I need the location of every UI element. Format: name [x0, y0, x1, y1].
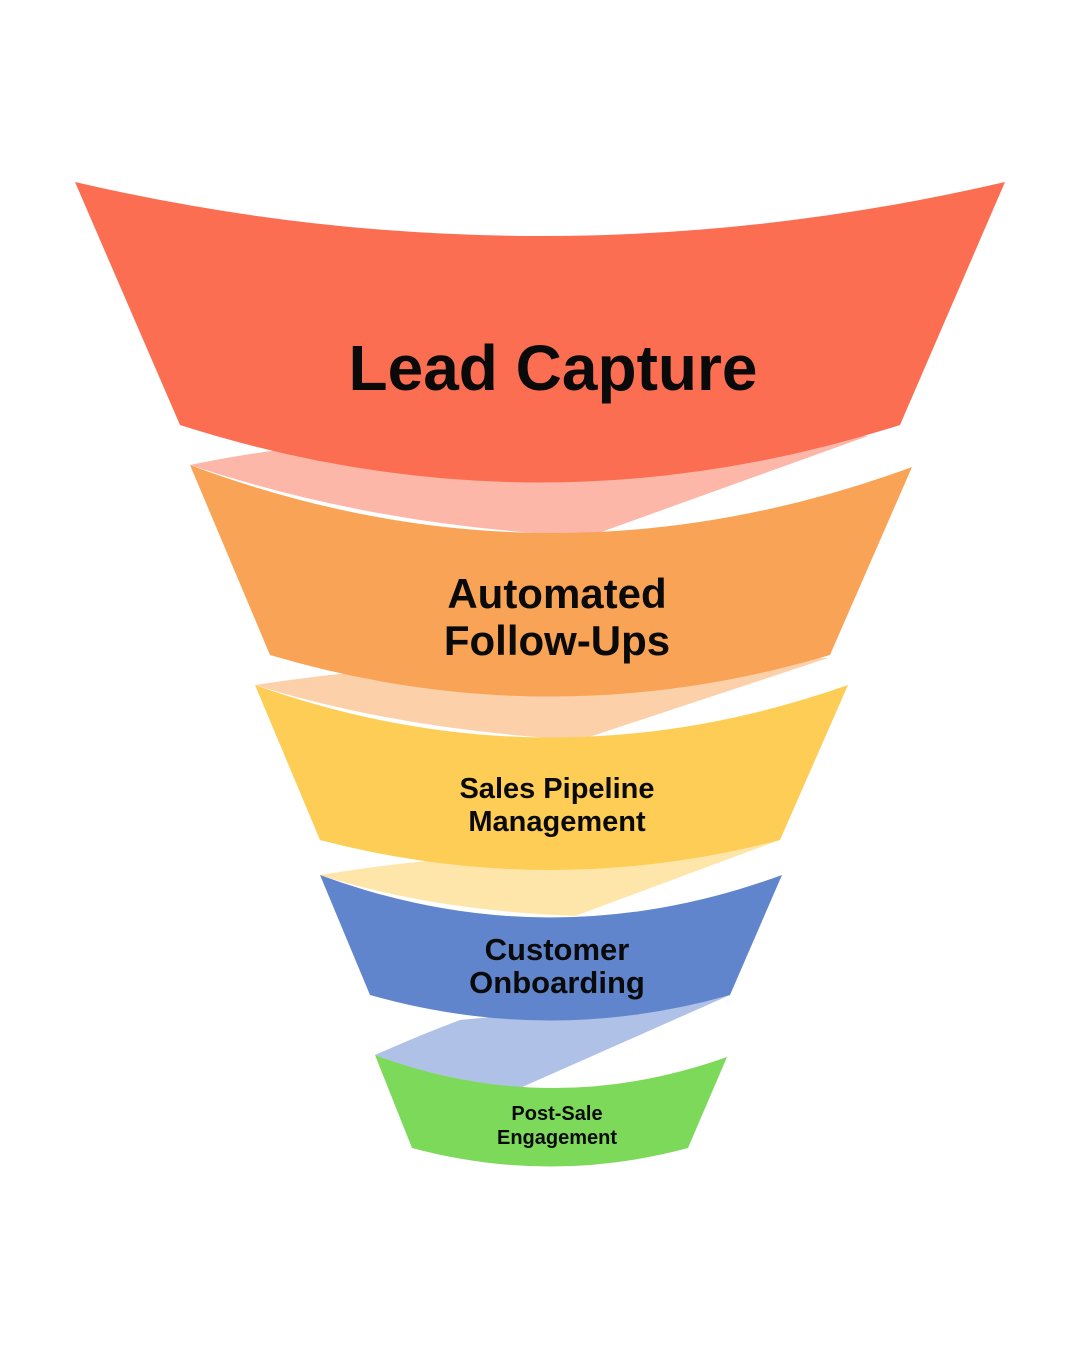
stage-band-sales-pipeline-management — [255, 685, 848, 870]
stage-band-post-sale-engagement — [375, 1055, 727, 1167]
stage-label-sales-pipeline-line-1: Sales Pipeline — [459, 773, 654, 805]
stage-label-automated-follow-ups-line-2: Follow-Ups — [444, 617, 670, 664]
fold-ribbon-4 — [375, 995, 730, 1088]
stage-label-customer-onboarding-line-1: Customer — [485, 932, 630, 967]
stage-band-lead-capture — [75, 182, 1005, 483]
stage-label-lead-capture: Lead Capture — [349, 332, 758, 404]
stage-label-customer-onboarding-line-2: Onboarding — [469, 965, 645, 1000]
stage-label-post-sale-engagement-line-1: Post-Sale — [511, 1103, 602, 1125]
stage-band-customer-onboarding — [320, 875, 782, 1021]
stage-label-sales-pipeline-line-2: Management — [468, 806, 646, 838]
stage-label-post-sale-engagement-line-2: Engagement — [497, 1127, 617, 1149]
stage-label-automated-follow-ups-line-1: Automated — [447, 570, 666, 617]
stage-band-automated-follow-ups — [190, 465, 912, 697]
